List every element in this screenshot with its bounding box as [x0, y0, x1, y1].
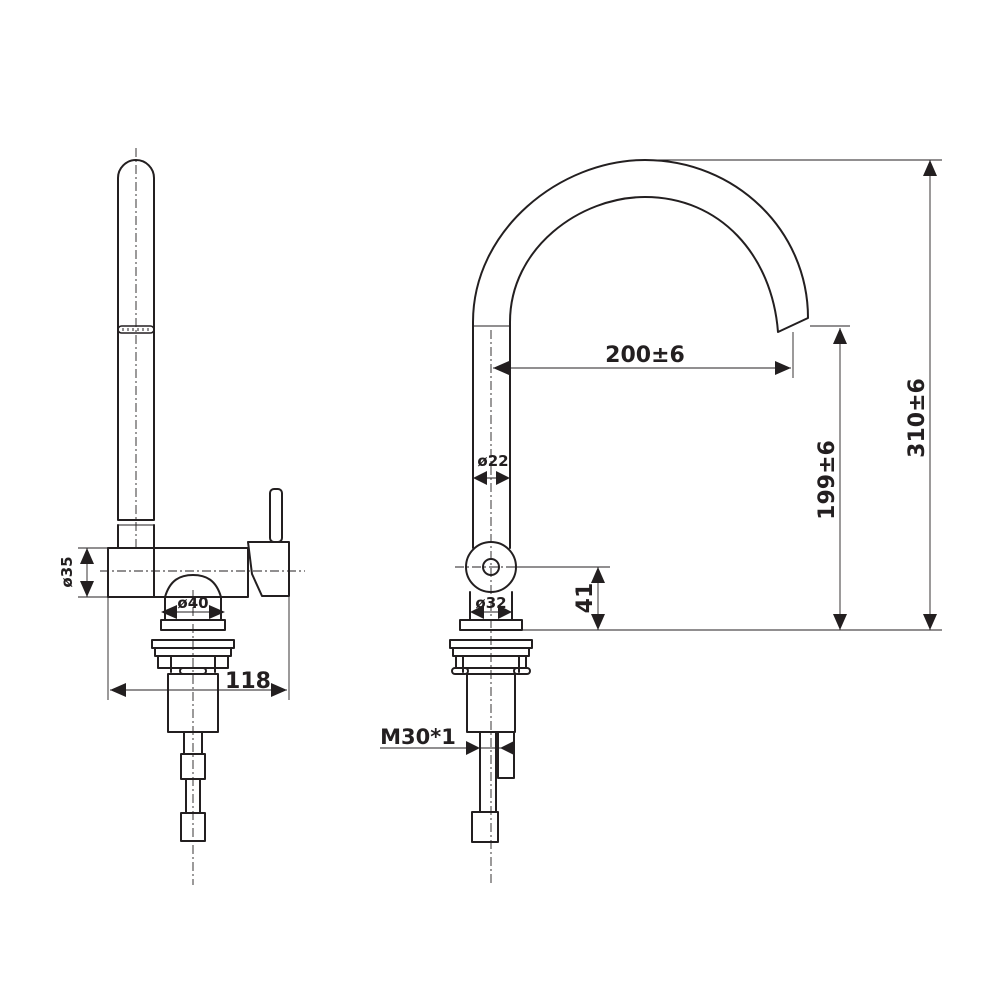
- arrow-icon: [209, 605, 225, 619]
- arrow-icon: [923, 614, 937, 630]
- arrow-icon: [110, 683, 126, 697]
- arrow-icon: [775, 361, 791, 375]
- aerator-icon: [117, 325, 155, 334]
- dim-label-pipe-diameter: ø35: [58, 556, 76, 587]
- front-base-ring: [459, 619, 523, 631]
- arrow-icon: [591, 614, 605, 630]
- swivel-hole: [482, 558, 500, 576]
- front-hose-fitting: [471, 811, 499, 843]
- side-hose-fitting: [180, 812, 206, 842]
- dim-label-thread: M30*1: [380, 725, 456, 749]
- arrow-icon: [80, 548, 94, 564]
- dim-label-spout-diameter: ø22: [477, 452, 508, 470]
- dim-label-base-diameter: ø40: [177, 594, 208, 612]
- front-view: ø22 ø32 M30*1 200±6 41 199±6: [380, 159, 942, 885]
- arrow-icon: [591, 567, 605, 583]
- arrow-icon: [80, 581, 94, 597]
- side-view: ø35 ø40 118: [58, 148, 305, 885]
- arrow-icon: [271, 683, 287, 697]
- dim-label-width: 118: [225, 669, 271, 694]
- side-spout-tube: [117, 159, 155, 521]
- arrow-icon: [161, 605, 177, 619]
- arrow-icon: [498, 605, 512, 619]
- arrow-icon: [923, 160, 937, 176]
- arrow-icon: [833, 614, 847, 630]
- gooseneck-spout: [472, 159, 809, 549]
- side-mount-neck: [164, 574, 222, 598]
- arrow-icon: [470, 605, 484, 619]
- dim-label-outlet-height: 199±6: [815, 440, 840, 520]
- arrow-icon: [833, 328, 847, 344]
- lever-stem: [269, 488, 283, 543]
- front-hose-right: [497, 731, 515, 779]
- dim-label-body-height: 41: [573, 583, 598, 614]
- front-hose-left: [479, 731, 497, 813]
- side-swivel-collar: [117, 524, 155, 549]
- arrow-icon: [466, 741, 480, 755]
- dim-label-base-diameter-front: ø32: [475, 594, 506, 612]
- arrow-icon: [500, 741, 514, 755]
- side-body: [107, 547, 249, 598]
- side-body-cap: [107, 547, 155, 598]
- arrow-icon: [493, 361, 509, 375]
- arrow-icon: [496, 471, 510, 485]
- dim-label-spout-reach: 200±6: [605, 343, 685, 368]
- side-base-ring: [160, 619, 226, 631]
- arrow-icon: [473, 471, 487, 485]
- dim-label-total-height: 310±6: [905, 378, 930, 458]
- lever-handle: [247, 541, 290, 597]
